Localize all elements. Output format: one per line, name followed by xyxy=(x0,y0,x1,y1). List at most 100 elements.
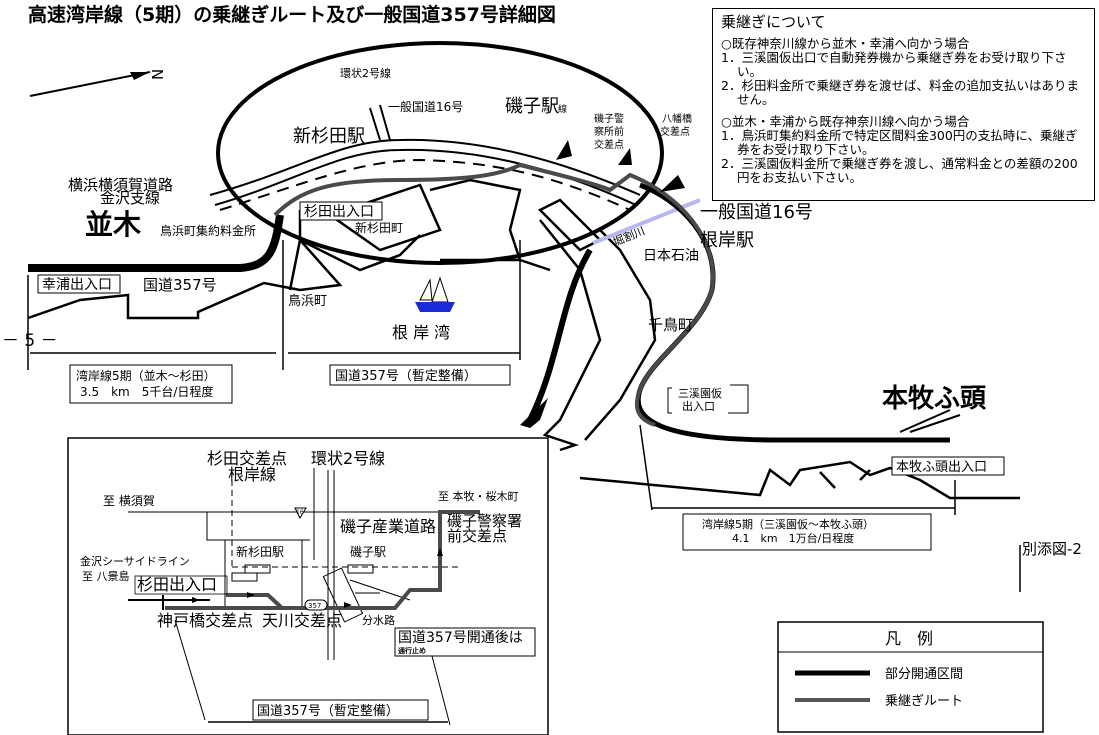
map-shape xyxy=(192,548,443,608)
label-honmoku: 本牧ふ頭 xyxy=(882,384,987,414)
legend-item-transfer: 乗継ぎルート xyxy=(885,694,963,709)
map-label: 新杉田町 xyxy=(355,220,403,235)
map-label: 神戸橋交差点 xyxy=(157,611,253,630)
map-shape xyxy=(579,460,1020,500)
map-shape xyxy=(431,276,449,303)
map-shape xyxy=(327,183,442,252)
map-shape xyxy=(329,364,511,386)
map-label: 磯子産業道路 xyxy=(340,517,436,536)
label-route16-small: 一般国道16号 xyxy=(388,99,463,114)
map-shape xyxy=(130,72,150,80)
map-shape xyxy=(294,507,307,520)
page-title: 高速湾岸線（5期）の乗継ぎルート及び一般国道357号詳細図 xyxy=(28,3,556,26)
map-shape xyxy=(639,424,653,511)
transfer-route xyxy=(273,162,716,427)
map-shape xyxy=(819,469,871,489)
map-label: 磯子警 xyxy=(594,112,624,125)
map-shape xyxy=(520,398,548,428)
map-shape xyxy=(891,456,1005,476)
map-label: 千鳥町 xyxy=(648,316,693,334)
map-labels: 環状2号線 一般国道16号 磯子駅 線 磯子警 察所前 交差点 八幡橋 交差点 … xyxy=(2,66,1082,558)
map-label: 至 本牧・桜木町 xyxy=(438,489,519,503)
map-label: 鳥浜町集約料金所 xyxy=(160,223,256,238)
label-isogo-station: 磯子駅 xyxy=(505,96,559,117)
map-label: 磯子警察署 xyxy=(447,512,522,530)
info-item: 1．鳥浜町集約料金所で特定区間料金300円の支払時に、乗継ぎ券をお受け取り下さい… xyxy=(721,128,1078,157)
label-namiki: 並木 xyxy=(85,208,141,241)
map-label: 一般国道16号 xyxy=(700,202,813,223)
map-label: 杉田交差点 xyxy=(207,449,287,468)
map-shape xyxy=(419,278,433,301)
info-group-1-title: ○既存神奈川線から並木・幸浦へ向かう場合 xyxy=(721,36,970,51)
label-sugita-ic: 杉田出入口 xyxy=(304,204,374,220)
map-label: N xyxy=(149,69,167,80)
map-shape xyxy=(394,627,536,657)
map-label: 3.5 km 5千台/日程度 xyxy=(80,384,213,399)
map-shape xyxy=(27,210,343,320)
map-shape xyxy=(431,655,451,726)
map-label: 国道357号（暫定整備） xyxy=(257,703,399,719)
map-shape xyxy=(134,575,228,595)
map-shape xyxy=(299,201,383,221)
map-shape xyxy=(539,219,602,452)
map-shape xyxy=(174,619,206,721)
map-label: 三溪園仮 xyxy=(678,387,722,400)
map-label: 新杉田駅 xyxy=(236,544,284,559)
map-shape xyxy=(415,302,455,312)
map-label: 察所前 xyxy=(594,125,624,138)
transfer-info-box: 乗継ぎについて ○既存神奈川線から並木・幸浦へ向かう場合 1．三溪園仮出口で自動… xyxy=(712,8,1095,201)
map-label: 根岸駅 xyxy=(700,230,754,251)
map-label: 金沢シーサイドライン xyxy=(80,554,190,568)
route357-shield: 357 xyxy=(308,602,321,610)
map-shape xyxy=(519,258,551,272)
map-shape xyxy=(667,384,749,414)
bay-shoreline xyxy=(527,248,593,422)
sailboat-icon xyxy=(415,276,455,312)
label-honmoku-ic: 本牧ふ頭出入口 xyxy=(896,460,987,475)
map-shape xyxy=(209,138,641,196)
map-shape xyxy=(206,512,310,541)
map-label: 横浜横須賀道路 xyxy=(68,176,173,194)
label-shinsugita-station: 新杉田駅 xyxy=(293,126,365,147)
map-label: 交差点 xyxy=(594,138,624,151)
map-label: 至 横須賀 xyxy=(103,494,155,508)
inset-detail-map: 16 357 杉田交差点 根岸線 環状2号線 至 横須賀 至 本牧・桜木町 磯子… xyxy=(67,437,549,735)
map-shape xyxy=(37,274,121,294)
info-item: 2．三溪園仮料金所で乗継ぎ券を渡し、通常料金との差額の200円をお支払い下さい。 xyxy=(721,156,1078,185)
page-marker: － 5 － xyxy=(2,331,58,351)
map-shape xyxy=(584,229,657,441)
map-shape xyxy=(349,579,411,601)
direction-arrows xyxy=(556,140,685,192)
map-shape xyxy=(347,564,374,574)
legend-title: 凡 例 xyxy=(885,629,933,648)
map-shape xyxy=(682,513,932,551)
map-shape xyxy=(618,148,632,165)
map-label: 至 八景島 xyxy=(82,569,130,583)
map-label: 4.1 km 1万台/日程度 xyxy=(732,531,854,545)
map-label: 湾岸線5期（三溪園仮～本牧ふ頭） xyxy=(702,517,874,531)
info-item: 2．杉田料金所で乗継ぎ券を渡せば、料金の追加支払いはありません。 xyxy=(721,78,1079,107)
map-shape xyxy=(288,239,302,291)
map-shape xyxy=(304,599,328,611)
map-label: 根 岸 湾 xyxy=(392,323,450,342)
map-label: 金沢支線 xyxy=(100,189,160,207)
map-shape xyxy=(231,572,258,582)
map-shape xyxy=(69,364,233,404)
map-shape xyxy=(67,437,549,735)
legend-item-partial: 部分開通区間 xyxy=(885,667,963,682)
map-shape xyxy=(369,104,391,141)
focus-ellipse xyxy=(216,41,664,265)
map-shape xyxy=(556,140,572,160)
map-label: 出入口 xyxy=(682,399,715,413)
map-shape xyxy=(429,178,522,262)
map-label: 通行止め xyxy=(398,646,426,655)
map-label: 交差点 xyxy=(660,125,690,138)
map-shape xyxy=(252,699,429,721)
map-label: 国道357号 xyxy=(143,276,217,294)
map-label: 天川交差点 xyxy=(262,611,342,630)
map-shape xyxy=(344,602,352,608)
horiwari-river xyxy=(592,198,701,245)
info-heading: 乗継ぎについて xyxy=(721,13,826,31)
map-label: 根岸線 xyxy=(228,465,276,484)
map-label: 日本石油 xyxy=(643,248,699,264)
